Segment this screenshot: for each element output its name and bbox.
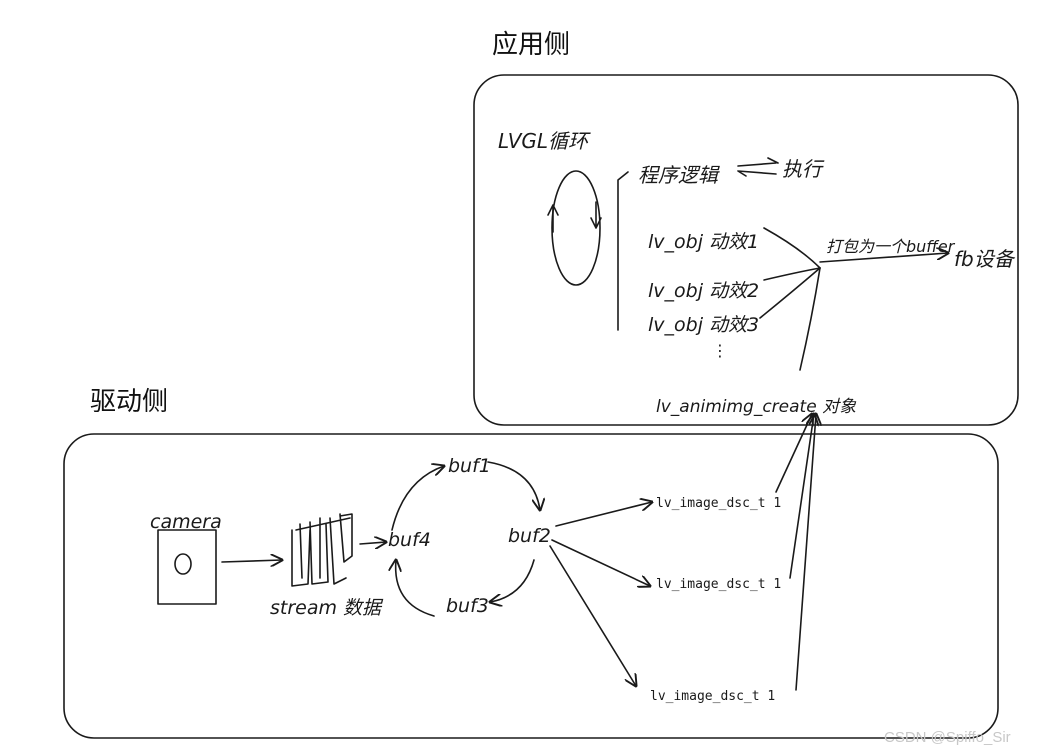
buf1-to-buf2-arrow	[487, 461, 540, 510]
watermark: CSDN @Spiffo_Sir	[884, 729, 1011, 746]
program-logic-label: 程序逻辑	[638, 163, 720, 187]
loop-down-arrow-icon	[590, 201, 602, 229]
ellipsis-dots: ⋮	[712, 341, 728, 360]
obj-effect-1: lv_obj 动效1	[648, 231, 759, 253]
image-desc-2: lv_image_dsc_t 1	[656, 577, 781, 592]
pack-buffer-label: 打包为一个buffer	[826, 237, 956, 256]
buf2-to-desc2-arrow	[551, 539, 650, 586]
obj-effect-2: lv_obj 动效2	[648, 280, 759, 302]
app-side-box	[473, 74, 1019, 426]
buf3-label: buf3	[446, 595, 489, 617]
stream-data-label: stream 数据	[270, 597, 384, 619]
camera-label: camera	[150, 511, 222, 533]
buf2-to-buf3-arrow	[490, 559, 535, 602]
camera-to-stream-arrow	[221, 560, 282, 562]
pack-arrow	[819, 253, 948, 263]
merge-line-2	[763, 267, 821, 281]
stream-frames-icon	[291, 513, 353, 587]
buf1-label: buf1	[448, 455, 491, 477]
lvgl-loop-label: LVGL循环	[498, 129, 591, 153]
stream-to-buf4-arrow	[359, 542, 386, 544]
driver-side-box	[63, 433, 999, 739]
desc1-to-anim-arrow	[775, 414, 812, 493]
driver-side-title: 驱动侧	[90, 387, 168, 417]
loop-up-arrow-icon	[547, 204, 559, 233]
image-desc-3: lv_image_dsc_t 1	[650, 689, 775, 704]
camera-icon	[157, 529, 217, 605]
app-side-title: 应用侧	[492, 30, 570, 60]
obj-effect-3: lv_obj 动效3	[648, 314, 759, 336]
desc2-to-anim-arrow	[789, 414, 814, 579]
merge-line-1	[763, 227, 821, 269]
execute-label: 执行	[782, 157, 825, 181]
buf2-label: buf2	[508, 525, 551, 547]
merge-line-3	[759, 267, 821, 319]
loop-cycle-icon	[551, 170, 601, 286]
image-desc-1: lv_image_dsc_t 1	[656, 496, 781, 511]
camera-lens-icon	[174, 553, 192, 575]
fb-device-label: fb设备	[954, 247, 1016, 271]
desc3-to-anim-arrow	[795, 414, 816, 691]
buf2-to-desc1-arrow	[555, 502, 652, 527]
buf2-to-desc3-arrow	[549, 545, 636, 686]
merge-line-4	[799, 267, 821, 371]
logic-bracket	[617, 171, 629, 331]
buf4-to-buf1-arrow	[391, 466, 444, 531]
anim-create-label: lv_animimg_create 对象	[656, 397, 857, 417]
buf4-label: buf4	[388, 529, 431, 551]
double-arrow	[737, 157, 779, 177]
buf3-to-buf4-arrow	[396, 560, 435, 617]
